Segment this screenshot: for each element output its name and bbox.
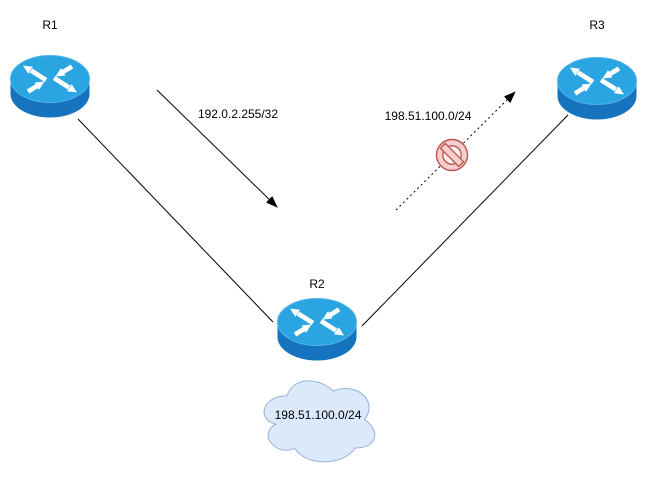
edge-r2-r3[interactable] — [361, 114, 569, 327]
node-r3[interactable] — [557, 57, 637, 120]
router-icon — [10, 55, 90, 118]
edge-r1-r2[interactable] — [77, 118, 274, 323]
node-r1[interactable] — [10, 55, 90, 118]
router-icon — [557, 57, 637, 120]
edge-label-blocked-route: 198.51.100.0/24 — [384, 109, 472, 123]
node-r2[interactable] — [277, 298, 357, 361]
cloud-icon — [263, 380, 376, 463]
edge-label-advertised-route: 192.0.2.255/32 — [197, 107, 279, 121]
router-icon — [277, 298, 357, 361]
node-r2-label: R2 — [309, 277, 325, 291]
no-entry-icon[interactable] — [435, 138, 469, 172]
node-cloud-label: 198.51.100.0/24 — [274, 408, 362, 422]
node-r3-label: R3 — [589, 18, 605, 32]
node-r1-label: R1 — [42, 18, 58, 32]
edge-advertised-route-arrow[interactable] — [156, 89, 278, 208]
node-cloud[interactable]: 198.51.100.0/24 — [256, 372, 380, 467]
